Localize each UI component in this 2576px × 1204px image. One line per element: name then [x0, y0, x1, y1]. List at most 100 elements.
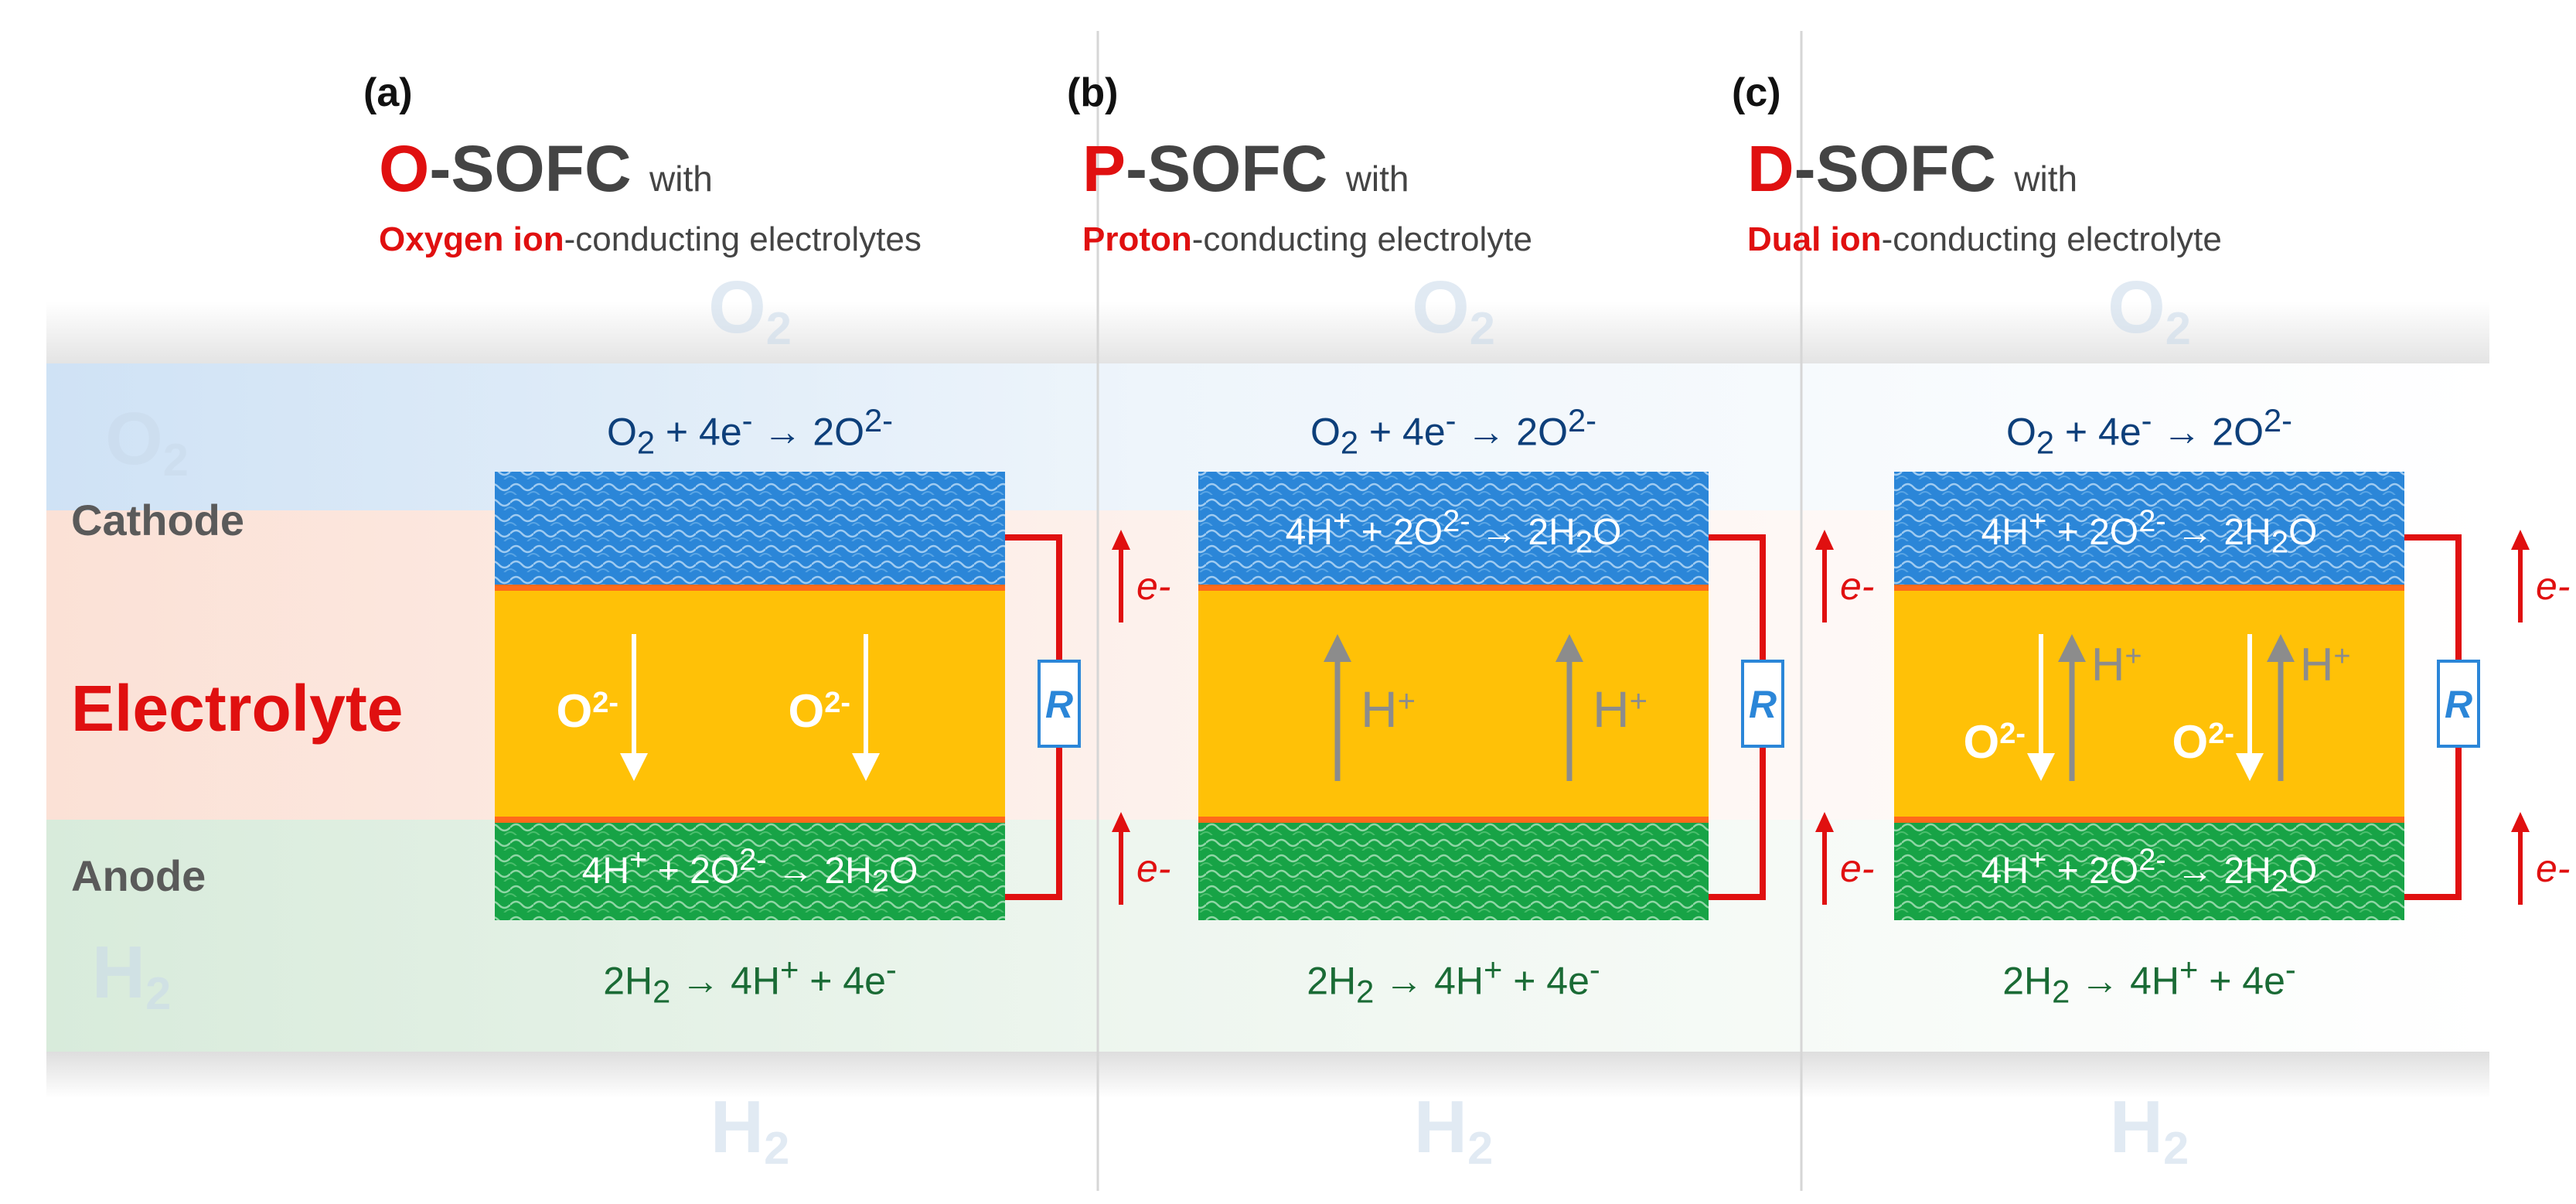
cathode-interface — [495, 585, 1005, 591]
cathode-layer — [1894, 472, 2404, 588]
ion-symbol: O — [1964, 716, 2000, 768]
cathode-reaction: O2 + 4e- → 2O2- — [1310, 402, 1597, 461]
gas-symbol: O — [1412, 266, 1470, 349]
resistor-label: R — [1045, 683, 1073, 726]
gas-watermark: O2 — [2107, 266, 2191, 354]
oxide-ion-label: O2- — [1964, 716, 2026, 768]
ion-charge: 2- — [824, 687, 850, 719]
proton-arrow-head — [2058, 634, 2086, 662]
anode-reaction: 2H2 → 4H+ + 4e- — [1307, 951, 1600, 1010]
cathode-reaction: O2 + 4e- → 2O2- — [2005, 402, 2293, 461]
anode-interface — [495, 817, 1005, 823]
gas-watermark: O2 — [105, 397, 189, 486]
oxide-ion-arrow-head — [2236, 753, 2264, 781]
anode-interface — [1198, 817, 1709, 823]
ion-symbol: H — [1361, 680, 1398, 738]
cathode-reaction: O2 + 4e- → 2O2- — [606, 402, 894, 461]
anode-water-reaction: 4H+ + 2O2- → 2H2O — [581, 843, 918, 899]
panel-subtitle: Dual ion-conducting electrolyte — [1747, 220, 2222, 259]
electrolyte-layer — [495, 588, 1005, 820]
gas-watermark: H2 — [2110, 1086, 2189, 1174]
row-label-cathode: Cathode — [71, 496, 244, 544]
anode-layer — [1198, 823, 1709, 920]
proton-arrow-head — [1324, 634, 1351, 662]
electron-label: e- — [1136, 847, 1170, 890]
fuel-cell-p: Re-e-H+H+ — [1198, 472, 1874, 920]
electron-label: e- — [2536, 564, 2570, 608]
title-with: with — [649, 159, 713, 199]
gas-watermark: H2 — [1414, 1086, 1493, 1174]
gas-subscript: 2 — [1470, 302, 1495, 354]
row-label-anode: Anode — [71, 851, 206, 900]
ion-symbol: O — [2172, 716, 2209, 768]
oxide-ion-arrow-head — [2027, 753, 2055, 781]
top-shade-band — [46, 302, 2489, 363]
proton-label: H+ — [1361, 680, 1416, 738]
electron-label: e- — [1840, 847, 1874, 890]
anode-reaction: 2H2 → 4H+ + 4e- — [2002, 951, 2296, 1010]
anode-layer — [495, 823, 1005, 920]
oxide-ion-label: O2- — [557, 685, 618, 737]
electron-flow-arrowhead — [1815, 530, 1834, 550]
anode-interface — [1894, 817, 2404, 823]
fuel-cell-o: Re-e-O2-O2- — [495, 472, 1170, 920]
gas-subscript: 2 — [145, 967, 171, 1019]
gas-watermark: O2 — [708, 266, 792, 354]
anode-water-reaction: 4H+ + 2O2- → 2H2O — [1981, 843, 2318, 899]
subtitle-rest: -conducting electrolyte — [1881, 220, 2222, 258]
electron-flow-arrowhead — [2511, 530, 2530, 550]
resistor-box — [1741, 660, 1784, 748]
resistor-label: R — [1749, 683, 1777, 726]
oxide-ion-label: O2- — [789, 685, 850, 737]
gas-subscript: 2 — [2165, 302, 2191, 354]
proton-arrow-head — [1555, 634, 1583, 662]
gas-symbol: H — [1414, 1086, 1467, 1168]
ion-symbol: O — [789, 685, 825, 737]
electron-label: e- — [1840, 564, 1874, 608]
bottom-shade-band — [46, 1052, 2489, 1098]
ion-symbol: H — [2300, 639, 2333, 691]
ion-symbol: H — [2091, 639, 2125, 691]
ion-charge: + — [2333, 640, 2350, 673]
cathode-interface — [1198, 585, 1709, 591]
gas-symbol: O — [2107, 266, 2165, 349]
oxide-ion-arrow-head — [852, 753, 880, 781]
title-letter: O — [379, 132, 430, 205]
title-rest: -SOFC — [429, 132, 632, 205]
electrolyte-layer — [1198, 588, 1709, 820]
ion-charge: + — [1398, 684, 1416, 718]
electron-flow-arrowhead — [2511, 812, 2530, 832]
panel-label: (c) — [1732, 70, 1781, 115]
gas-symbol: H — [92, 931, 145, 1014]
title-rest: -SOFC — [1794, 132, 1996, 205]
proton-label: H+ — [2091, 639, 2142, 691]
gas-symbol: O — [105, 397, 163, 480]
subtitle-highlight: Oxygen ion — [379, 220, 564, 258]
oxide-ion-arrow-head — [620, 753, 648, 781]
gas-subscript: 2 — [2163, 1122, 2189, 1174]
panel-label: (a) — [363, 70, 413, 115]
electron-label: e- — [1136, 564, 1170, 608]
electron-flow-arrowhead — [1815, 812, 1834, 832]
gas-symbol: O — [708, 266, 766, 349]
electrolyte-layer — [1894, 588, 2404, 820]
electron-flow-arrowhead — [1112, 812, 1130, 832]
title-with: with — [2014, 159, 2078, 199]
panel-subtitle: Oxygen ion-conducting electrolytes — [379, 220, 922, 259]
resistor-label: R — [2445, 683, 2472, 726]
title-with: with — [1345, 159, 1409, 199]
title-rest: -SOFC — [1126, 132, 1328, 205]
cathode-water-reaction: 4H+ + 2O2- → 2H2O — [1285, 504, 1622, 560]
ion-charge: + — [1630, 684, 1647, 718]
proton-arrow-head — [2267, 634, 2295, 662]
ion-charge: 2- — [1999, 718, 2026, 750]
gas-symbol: H — [2110, 1086, 2163, 1168]
resistor-box — [2437, 660, 2480, 748]
gas-subscript: 2 — [163, 434, 189, 486]
panel-title: O-SOFC with — [379, 131, 713, 206]
subtitle-rest: -conducting electrolytes — [564, 220, 922, 258]
title-letter: D — [1747, 132, 1794, 205]
title-letter: P — [1082, 132, 1126, 205]
